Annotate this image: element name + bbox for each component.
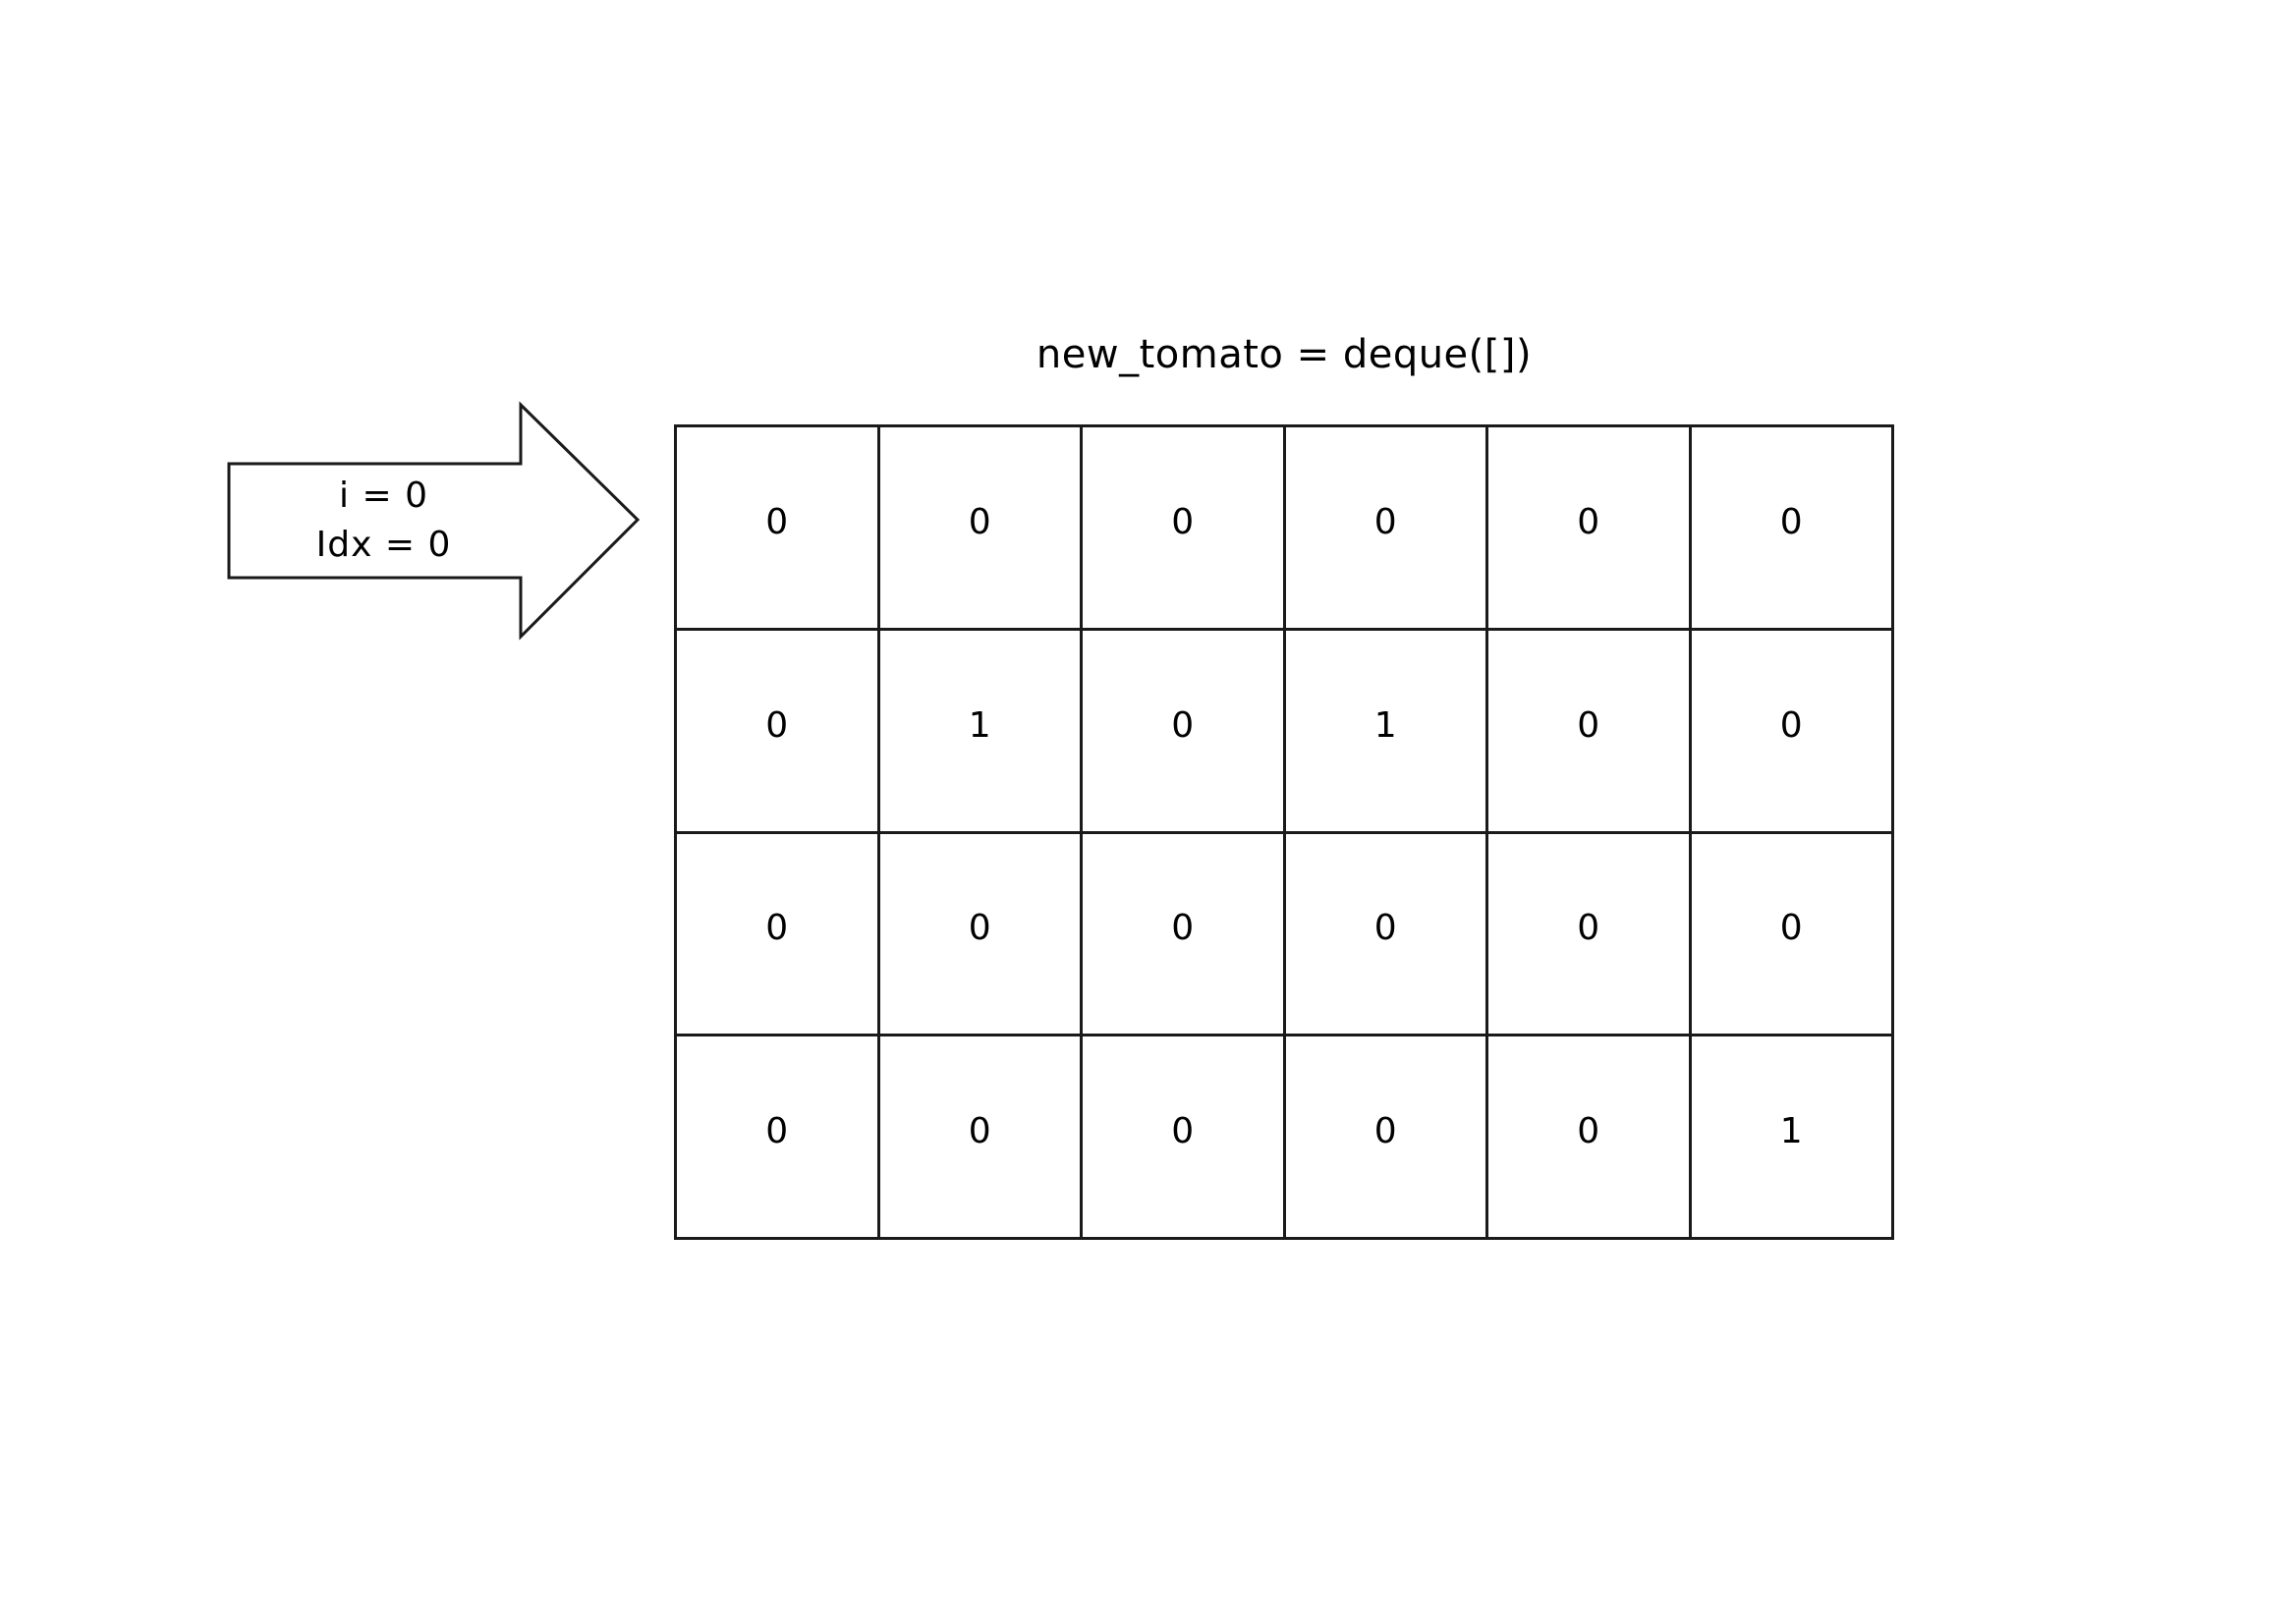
grid-cell[interactable]: 0 [677, 1036, 880, 1240]
grid-cell-value: 0 [1373, 1111, 1397, 1152]
grid-cell-value: 0 [968, 502, 991, 543]
tomato-grid: 0 0 0 0 0 0 0 1 0 1 0 0 0 0 0 0 0 0 0 0 0 0 0 1 [674, 424, 1894, 1240]
grid-cell-value: 0 [1373, 908, 1397, 949]
page-title: new_tomato = deque([]) [1036, 332, 1533, 377]
grid-cell-value: 1 [1779, 1111, 1803, 1152]
grid-cell[interactable]: 1 [1691, 1036, 1894, 1240]
grid-cell-value: 1 [1373, 704, 1397, 746]
grid-cell[interactable]: 0 [677, 630, 880, 834]
grid-cell[interactable]: 0 [677, 833, 880, 1037]
grid-cell[interactable]: 0 [1285, 427, 1488, 631]
grid-cell[interactable]: 0 [1691, 630, 1894, 834]
grid-cell-value: 0 [968, 908, 991, 949]
grid-cell[interactable]: 0 [1488, 630, 1692, 834]
grid-cell-value: 0 [765, 908, 789, 949]
grid-cell-value: 0 [1779, 502, 1803, 543]
grid-cell[interactable]: 0 [1083, 833, 1286, 1037]
grid-cell[interactable]: 0 [1488, 427, 1692, 631]
grid-cell-value: 0 [1779, 704, 1803, 746]
grid-cell[interactable]: 0 [879, 833, 1083, 1037]
grid-cell[interactable]: 1 [879, 630, 1083, 834]
grid-cell-value: 0 [1171, 502, 1195, 543]
grid-cell[interactable]: 0 [1488, 833, 1692, 1037]
grid-cell[interactable]: 0 [879, 427, 1083, 631]
grid-cell-value: 1 [968, 704, 991, 746]
grid-cell[interactable]: 0 [1285, 833, 1488, 1037]
grid-cell-value: 0 [1577, 704, 1600, 746]
grid-cell[interactable]: 0 [1691, 833, 1894, 1037]
grid-cell-value: 0 [765, 502, 789, 543]
grid-cell-value: 0 [1577, 1111, 1600, 1152]
grid-cell[interactable]: 0 [1285, 1036, 1488, 1240]
grid-cell-value: 0 [1171, 1111, 1195, 1152]
grid-cell-value: 0 [1779, 908, 1803, 949]
grid-cell[interactable]: 0 [1691, 427, 1894, 631]
pointer-arrow [221, 397, 645, 644]
grid-cell[interactable]: 0 [677, 427, 880, 631]
grid-cell-value: 0 [1171, 908, 1195, 949]
grid-cell[interactable]: 0 [1488, 1036, 1692, 1240]
grid-cell-value: 0 [765, 1111, 789, 1152]
grid-cell-value: 0 [1373, 502, 1397, 543]
grid-cell-value: 0 [1171, 704, 1195, 746]
grid-cell-value: 0 [1577, 502, 1600, 543]
grid-cell-value: 0 [1577, 908, 1600, 949]
grid-cell[interactable]: 1 [1285, 630, 1488, 834]
grid-cell[interactable]: 0 [879, 1036, 1083, 1240]
right-arrow-icon [227, 401, 641, 641]
grid-cell-value: 0 [968, 1111, 991, 1152]
grid-cell-value: 0 [765, 704, 789, 746]
grid-cell[interactable]: 0 [1083, 630, 1286, 834]
grid-cell[interactable]: 0 [1083, 1036, 1286, 1240]
grid-cell[interactable]: 0 [1083, 427, 1286, 631]
